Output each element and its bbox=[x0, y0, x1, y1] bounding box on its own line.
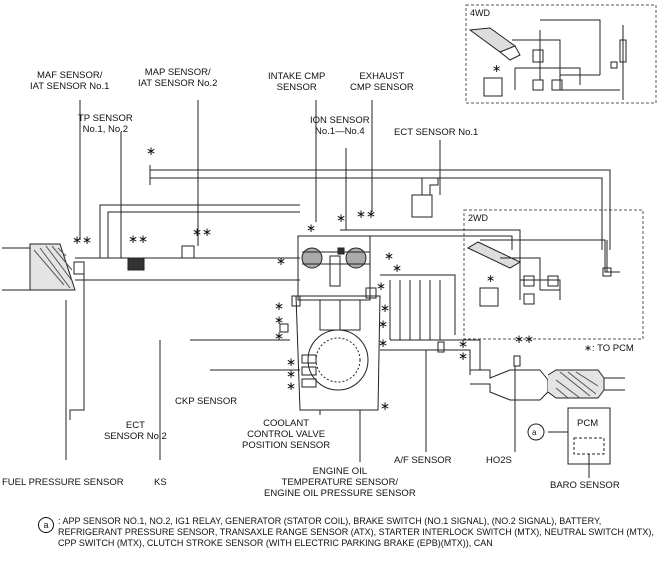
inset-4wd: ∗ bbox=[465, 4, 657, 104]
svg-text:∗∗: ∗∗ bbox=[192, 225, 212, 239]
coolant-valve-label: COOLANT CONTROL VALVE POSITION SENSOR bbox=[242, 418, 331, 451]
svg-text:∗: ∗ bbox=[492, 63, 501, 75]
ect-sensor-2-label: ECT SENSOR No.2 bbox=[104, 420, 167, 442]
svg-text:∗: ∗ bbox=[274, 313, 284, 327]
ckp-sensor-label: CKP SENSOR bbox=[175, 396, 238, 407]
pcm-box bbox=[527, 407, 611, 478]
svg-text:∗: ∗ bbox=[146, 144, 156, 158]
tp-sensor-label: TP SENSOR No.1, No.2 bbox=[78, 113, 133, 135]
engine-oil-sensor-label: ENGINE OIL TEMPERATURE SENSOR/ ENGINE OI… bbox=[264, 466, 416, 499]
svg-text:∗: ∗ bbox=[392, 261, 402, 275]
exhaust-cmp-label: EXHAUST CMP SENSOR bbox=[350, 71, 414, 93]
pcm-marker-label: a bbox=[532, 428, 537, 437]
baro-sensor-label: BARO SENSOR bbox=[550, 480, 620, 491]
exhaust-system bbox=[380, 274, 625, 401]
svg-text:∗: ∗ bbox=[486, 273, 495, 285]
leader-lines bbox=[65, 100, 516, 462]
svg-text:∗: ∗ bbox=[376, 279, 386, 293]
svg-text:∗: ∗ bbox=[378, 336, 388, 350]
ho2s-label: HO2S bbox=[486, 455, 512, 466]
intake-cmp-label: INTAKE CMP SENSOR bbox=[268, 71, 326, 93]
af-sensor-label: A/F SENSOR bbox=[394, 455, 452, 466]
ks-label: KS bbox=[154, 477, 167, 488]
inset-2wd-label: 2WD bbox=[468, 213, 488, 223]
pcm-label: PCM bbox=[577, 418, 599, 429]
fuel-pressure-sensor-label: FUEL PRESSURE SENSOR bbox=[2, 477, 124, 488]
svg-text:∗: ∗ bbox=[274, 299, 284, 313]
pcm-markers: ∗∗ ∗∗ ∗∗ ∗ ∗ ∗ ∗∗ ∗ ∗ ∗ ∗ ∗ ∗ ∗ ∗ ∗ ∗ ∗ … bbox=[72, 144, 534, 413]
note-marker: a bbox=[38, 517, 54, 533]
svg-text:∗: ∗ bbox=[380, 301, 390, 315]
svg-text:∗: ∗ bbox=[336, 211, 346, 225]
map-sensor-label: MAP SENSOR/ IAT SENSOR No.2 bbox=[138, 67, 218, 89]
svg-text:∗∗: ∗∗ bbox=[128, 232, 148, 246]
engine-block bbox=[279, 235, 381, 411]
svg-text:∗: ∗ bbox=[286, 355, 296, 369]
svg-text:∗: ∗ bbox=[458, 349, 468, 363]
inset-4wd-label: 4WD bbox=[470, 8, 490, 18]
maf-sensor-label: MAF SENSOR/ IAT SENSOR No.1 bbox=[30, 70, 110, 92]
svg-text:∗∗: ∗∗ bbox=[72, 233, 92, 247]
svg-text:∗: ∗ bbox=[286, 367, 296, 381]
cooling-hoses bbox=[149, 165, 611, 250]
ion-sensor-label: ION SENSOR No.1—No.4 bbox=[310, 115, 370, 137]
svg-text:∗: ∗ bbox=[380, 399, 390, 413]
ect-sensor-1-label: ECT SENSOR No.1 bbox=[394, 127, 479, 138]
air-intake bbox=[2, 204, 300, 291]
svg-text:∗: ∗ bbox=[274, 329, 284, 343]
svg-text:∗: ∗ bbox=[378, 317, 388, 331]
footnote-text: : APP SENSOR NO.1, NO.2, IG1 RELAY, GENE… bbox=[58, 516, 654, 548]
to-pcm-legend: ∗: TO PCM bbox=[584, 343, 634, 354]
svg-text:∗∗: ∗∗ bbox=[356, 207, 376, 221]
svg-text:∗∗: ∗∗ bbox=[514, 332, 534, 346]
svg-text:∗: ∗ bbox=[458, 337, 468, 351]
svg-text:∗: ∗ bbox=[286, 379, 296, 393]
svg-text:∗: ∗ bbox=[384, 249, 394, 263]
svg-text:∗: ∗ bbox=[276, 254, 286, 268]
svg-text:∗: ∗ bbox=[306, 221, 316, 235]
inset-2wd: ∗ bbox=[463, 209, 644, 340]
